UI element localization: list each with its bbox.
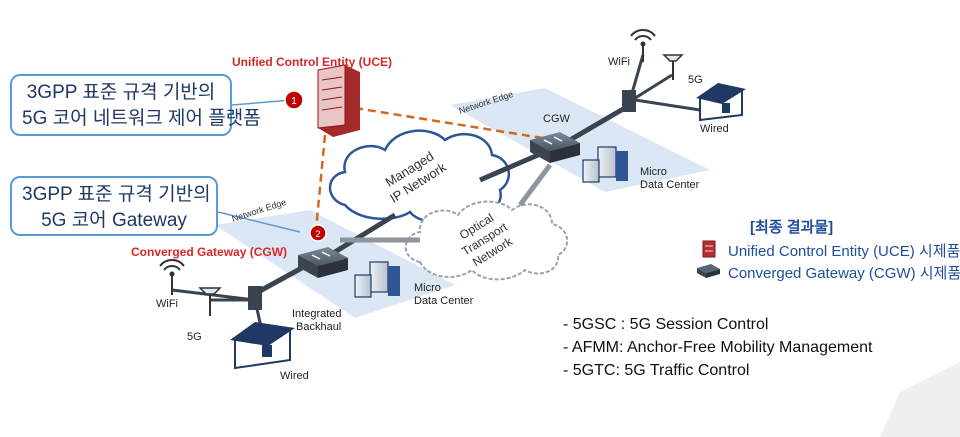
link-ip-to-cgw-right xyxy=(479,149,546,183)
cgw-router-left-icon xyxy=(298,247,348,278)
wifi-antenna-left-icon xyxy=(159,259,185,295)
callout-uce-platform-line1: 3GPP 표준 규격 기반의 xyxy=(26,82,216,103)
legend-uce-icon xyxy=(702,240,716,258)
access-node-left-icon xyxy=(248,286,262,310)
network-edge-zone-right xyxy=(450,88,710,192)
legend-cgw-icon xyxy=(697,264,720,278)
uce-server-icon xyxy=(317,64,360,137)
5g-tower-left-icon xyxy=(198,287,222,316)
integrated-backhaul-label-2: Backhaul xyxy=(296,321,342,333)
micro-dc-left-label-2: Data Center xyxy=(414,295,474,307)
notes-list: - 5GSC : 5G Session Control - AFMM: Anch… xyxy=(563,313,872,382)
5g-tower-right-icon xyxy=(662,54,684,80)
legend-item-uce: Unified Control Entity (UCE) 시제품 xyxy=(728,243,960,260)
link-cgw-left-to-ip xyxy=(328,212,397,258)
managed-ip-network-cloud xyxy=(328,129,511,223)
note-afmm: - AFMM: Anchor-Free Mobility Management xyxy=(563,339,873,356)
optical-transport-network-cloud xyxy=(404,200,568,281)
cgw-title: Converged Gateway (CGW) xyxy=(131,245,288,259)
wifi-antenna-right-icon xyxy=(630,29,656,62)
wifi-left-label: WiFi xyxy=(156,298,178,310)
marker-1: 1 xyxy=(284,90,304,110)
integrated-backhaul-label-1: Integrated xyxy=(292,308,342,320)
svg-text:2: 2 xyxy=(315,229,320,239)
link-cgw-right-to-site xyxy=(568,102,632,143)
access-link-wired-right xyxy=(634,98,701,112)
wired-right-label: Wired xyxy=(700,123,729,135)
callout-core-gateway: 3GPP 표준 규격 기반의 5G 코어 Gateway xyxy=(10,176,218,236)
callout-uce-platform-line2: 5G 코어 네트워크 제어 플랫폼 xyxy=(22,108,261,129)
marker-2: 2 xyxy=(309,224,327,242)
house-right-icon xyxy=(696,83,746,122)
5g-right-label: 5G xyxy=(688,74,703,86)
access-link-5g-right xyxy=(631,73,673,102)
access-link-wifi-left xyxy=(171,288,256,302)
callout-uce-platform: 3GPP 표준 규격 기반의 5G 코어 네트워크 제어 플랫폼 xyxy=(10,74,261,136)
note-5gsc: - 5GSC : 5G Session Control xyxy=(563,316,769,333)
legend-title: [최종 결과물] xyxy=(750,219,834,236)
wired-left-label: Wired xyxy=(280,370,309,382)
callout-connector-2 xyxy=(217,211,301,233)
5g-left-label: 5G xyxy=(187,331,202,343)
cgw-right-label: CGW xyxy=(543,113,570,125)
svg-text:1: 1 xyxy=(291,96,297,107)
callout-connector-1 xyxy=(231,99,293,106)
micro-data-center-right-icon xyxy=(582,146,628,183)
micro-dc-left-label-1: Micro xyxy=(414,282,441,294)
access-node-right-icon xyxy=(622,90,636,112)
cgw-router-right-icon xyxy=(530,132,580,163)
legend-item-cgw: Converged Gateway (CGW) 시제품 xyxy=(728,265,960,282)
micro-data-center-left-icon xyxy=(354,261,400,298)
note-5gtc: - 5GTC: 5G Traffic Control xyxy=(563,362,750,379)
callout-core-gateway-line1: 3GPP 표준 규격 기반의 xyxy=(22,184,211,205)
micro-dc-right-label-2: Data Center xyxy=(640,179,700,191)
house-left-icon xyxy=(230,322,295,370)
callout-core-gateway-line2: 5G 코어 Gateway xyxy=(41,210,187,231)
uce-control-link-right xyxy=(354,106,556,142)
uce-title: Unified Control Entity (UCE) xyxy=(232,55,392,69)
link-optical-to-cgw-right xyxy=(518,163,552,207)
micro-dc-right-label-1: Micro xyxy=(640,166,667,178)
wifi-right-label: WiFi xyxy=(608,56,630,68)
uce-control-link-left xyxy=(313,134,327,241)
corner-shading xyxy=(880,362,960,437)
